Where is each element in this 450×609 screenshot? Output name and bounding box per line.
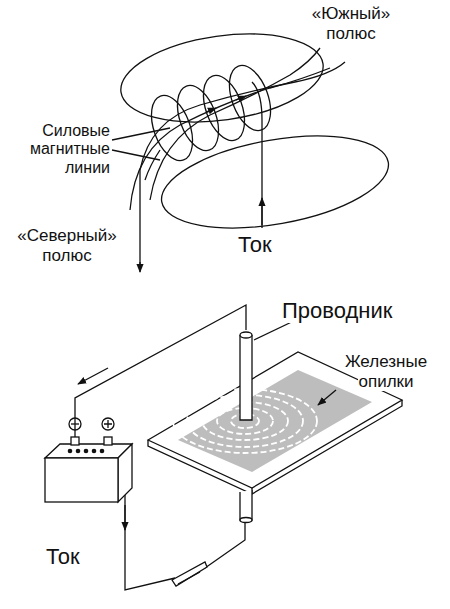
coil: [143, 60, 278, 225]
polarity-symbols: [69, 418, 114, 430]
figure-label: Ток: [238, 232, 298, 257]
positive-terminal: [104, 437, 112, 445]
label-text: Железные опилки: [345, 352, 427, 391]
current-arrow: [78, 368, 108, 384]
label-text: «Северный» полюс: [17, 226, 117, 265]
battery: [45, 444, 132, 502]
current-arrow: [124, 505, 125, 530]
current-arrow: [261, 198, 262, 228]
alligator-clip: [178, 572, 200, 584]
figure-label: «Южный» полюс: [296, 4, 406, 43]
battery-cells: [68, 449, 105, 454]
figure-label: Проводник: [282, 298, 422, 323]
label-text: Проводник: [282, 298, 392, 323]
alligator-clip: [172, 562, 207, 586]
field-loop: [154, 121, 395, 244]
figure-label: Силовые магнитные линии: [4, 122, 110, 177]
field-lines: [130, 48, 345, 272]
label-text: «Южный» полюс: [312, 4, 391, 43]
label-text: Силовые магнитные линии: [30, 122, 110, 176]
leader-line: [112, 150, 160, 160]
negative-terminal: [71, 437, 79, 445]
figure-label: «Северный» полюс: [6, 226, 128, 265]
figure-label: Железные опилки: [330, 352, 442, 391]
leader-line: [112, 128, 170, 140]
field-loop: [115, 22, 329, 134]
leader-line: [318, 390, 336, 405]
conductor-rod: [240, 332, 252, 523]
label-text: Ток: [46, 544, 80, 569]
figure-label: Ток: [46, 544, 106, 569]
label-text: Ток: [238, 232, 272, 257]
